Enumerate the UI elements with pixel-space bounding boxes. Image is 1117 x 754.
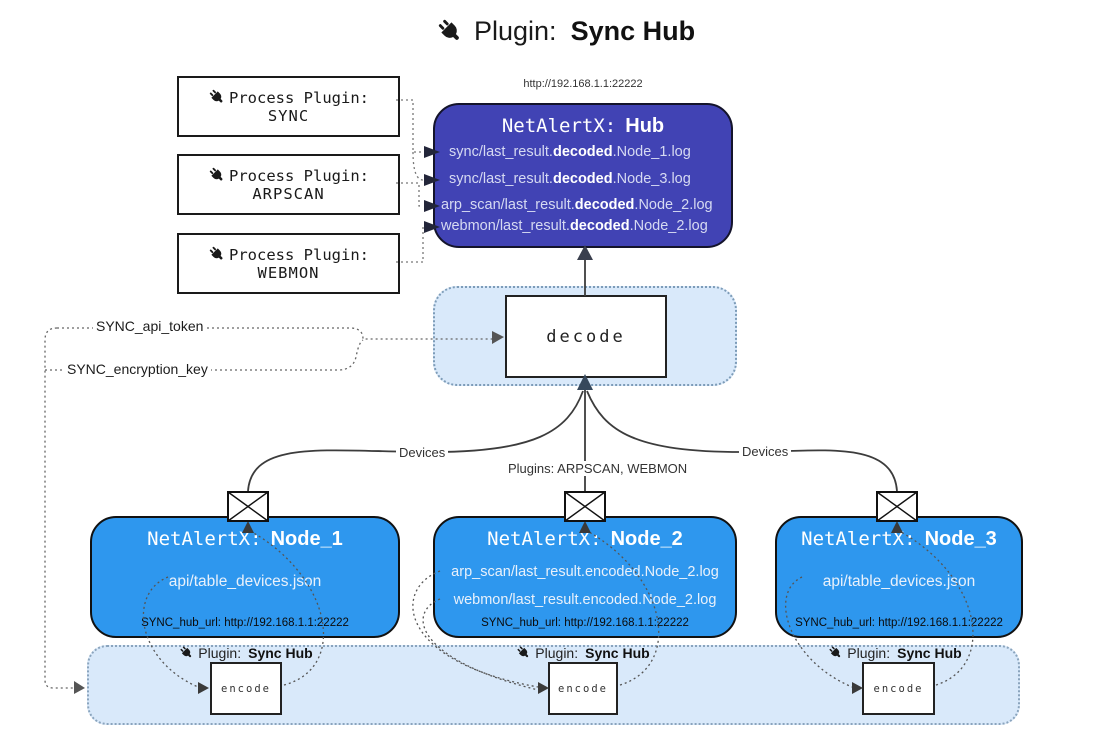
process-plugin-box-webmon: Process Plugin: WEBMON bbox=[177, 233, 400, 294]
process-plugin-box-sync: Process Plugin: SYNC bbox=[177, 76, 400, 137]
title-name: Sync Hub bbox=[570, 16, 696, 46]
hub-url-label: http://192.168.1.1:22222 bbox=[523, 78, 643, 90]
encode-plugin-label-1: Plugin: Sync Hub bbox=[151, 645, 341, 661]
hub-log-line: sync/last_result.decoded.Node_1.log bbox=[435, 144, 731, 164]
node-file-line: api/table_devices.json bbox=[168, 573, 322, 590]
sync-api-token-label: SYNC_api_token bbox=[93, 318, 207, 334]
plugin-label-prefix: Plugin: bbox=[198, 645, 242, 661]
log-pre: arp_scan/last_result. bbox=[441, 197, 575, 213]
process-plugin-connectors bbox=[396, 99, 424, 263]
log-post: .Node_2.log bbox=[629, 218, 708, 234]
edge-node3-to-decode bbox=[586, 390, 898, 492]
log-post: .Node_3.log bbox=[612, 171, 691, 187]
process-plugin-label-text: Process Plugin: bbox=[229, 88, 369, 107]
node-title-name: Node_2 bbox=[610, 528, 683, 550]
sync-encryption-key-label: SYNC_encryption_key bbox=[64, 361, 211, 377]
node-file-line: api/table_devices.json bbox=[822, 573, 976, 590]
plugin-label-prefix: Plugin: bbox=[847, 645, 891, 661]
process-plugin-name: ARPSCAN bbox=[252, 185, 325, 203]
hub-title-name: Hub bbox=[625, 115, 665, 137]
hub-title: NetAlertX: Hub bbox=[435, 115, 731, 138]
hub-log-line: sync/last_result.decoded.Node_3.log bbox=[435, 171, 731, 191]
process-plugin-name: WEBMON bbox=[257, 264, 320, 282]
node-title-prefix: NetAlertX: bbox=[487, 528, 602, 550]
page-title: Plugin: Sync Hub bbox=[436, 16, 695, 47]
plugin-label-prefix: Plugin: bbox=[535, 645, 579, 661]
node3-box: NetAlertX:Node_3 api/table_devices.json … bbox=[775, 516, 1023, 638]
process-plugin-label: Process Plugin: bbox=[208, 88, 369, 107]
log-bold: decoded bbox=[569, 218, 630, 234]
plug-icon bbox=[436, 17, 466, 47]
plugin-label-name: Sync Hub bbox=[585, 645, 650, 661]
devices-edge-label-right: Devices bbox=[739, 444, 792, 459]
wire-left-vertical bbox=[44, 327, 74, 689]
encode-plugin-label-3: Plugin: Sync Hub bbox=[800, 645, 990, 661]
log-post: .Node_1.log bbox=[612, 144, 691, 160]
log-pre: webmon/last_result. bbox=[441, 218, 570, 234]
node-hub-url: SYNC_hub_url: http://192.168.1.1:22222 bbox=[481, 617, 689, 629]
hub-log-line: arp_scan/last_result.decoded.Node_2.log bbox=[435, 197, 731, 217]
node2-box: NetAlertX: Node_2 arp_scan/last_result.en… bbox=[433, 516, 737, 638]
node-hub-url: SYNC_hub_url: http://192.168.1.1:22222 bbox=[141, 617, 349, 629]
encode-box-2: encode bbox=[548, 662, 618, 715]
arrowhead-into-encode-panel bbox=[74, 681, 85, 694]
plug-icon bbox=[208, 166, 227, 185]
node-title: NetAlertX: Node_2 bbox=[435, 528, 735, 551]
process-plugin-label: Process Plugin: bbox=[208, 245, 369, 264]
plug-icon bbox=[208, 245, 227, 264]
node-title: NetAlertX: Node_3 bbox=[777, 528, 1021, 551]
encode-plugin-label-2: Plugin: Sync Hub bbox=[488, 645, 678, 661]
hub-box: NetAlertX:Hub sync/last_result.decoded.N… bbox=[433, 103, 733, 248]
node-title-name: Node_1 bbox=[270, 528, 343, 550]
process-plugin-label-text: Process Plugin: bbox=[229, 166, 369, 185]
node-title: NetAlertX: Node_1 bbox=[92, 528, 398, 551]
devices-edge-label-left: Devices bbox=[396, 445, 449, 460]
node-file-line: webmon/last_result.encoded.Node_2.log bbox=[453, 592, 717, 608]
plugin-label-name: Sync Hub bbox=[248, 645, 313, 661]
plug-icon bbox=[516, 645, 532, 661]
log-bold: decoded bbox=[574, 197, 635, 213]
encode-box-3: encode bbox=[862, 662, 935, 715]
hub-log-line: webmon/last_result.decoded.Node_2.log bbox=[435, 218, 731, 238]
encode-box-1: encode bbox=[210, 662, 282, 715]
wire-sync-to-log2 bbox=[412, 151, 424, 181]
hub-title-prefix: NetAlertX: bbox=[501, 115, 617, 137]
node-title-name: Node_3 bbox=[924, 528, 997, 550]
process-plugin-box-arpscan: Process Plugin: ARPSCAN bbox=[177, 154, 400, 215]
log-pre: sync/last_result. bbox=[449, 171, 553, 187]
plug-icon bbox=[179, 645, 195, 661]
title-prefix: Plugin: bbox=[474, 16, 557, 46]
node1-box: NetAlertX:Node_1 api/table_devices.json … bbox=[90, 516, 400, 638]
wire-webmon-to-log4 bbox=[396, 227, 424, 263]
log-post: .Node_2.log bbox=[634, 197, 713, 213]
process-plugin-label: Process Plugin: bbox=[208, 166, 369, 185]
log-pre: sync/last_result. bbox=[449, 144, 553, 160]
node-title-prefix: NetAlertX: bbox=[147, 528, 262, 550]
plugin-label-name: Sync Hub bbox=[897, 645, 962, 661]
decode-box: decode bbox=[505, 295, 667, 378]
node-file-line: arp_scan/last_result.encoded.Node_2.log bbox=[451, 564, 719, 580]
edge-node1-to-decode bbox=[247, 390, 584, 492]
plugins-edge-label: Plugins: ARPSCAN, WEBMON bbox=[505, 461, 691, 476]
wire-sync-to-log1 bbox=[396, 99, 423, 153]
log-bold: decoded bbox=[552, 144, 613, 160]
plug-icon bbox=[828, 645, 844, 661]
wire-arpscan-to-log3 bbox=[396, 182, 423, 207]
node-hub-url: SYNC_hub_url: http://192.168.1.1:22222 bbox=[795, 617, 1003, 629]
process-plugin-label-text: Process Plugin: bbox=[229, 245, 369, 264]
plug-icon bbox=[208, 88, 227, 107]
log-bold: decoded bbox=[552, 171, 613, 187]
process-plugin-name: SYNC bbox=[267, 107, 310, 125]
node-title-prefix: NetAlertX: bbox=[801, 528, 916, 550]
